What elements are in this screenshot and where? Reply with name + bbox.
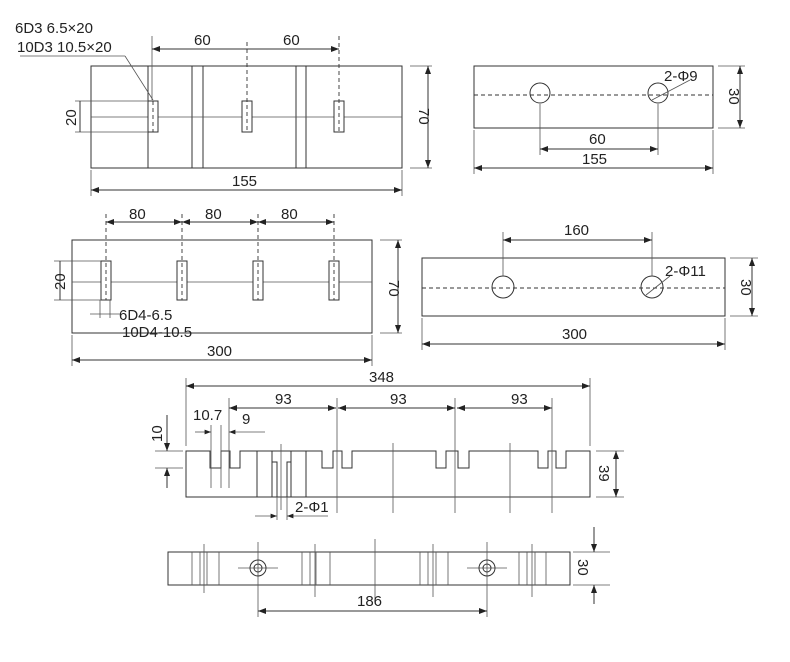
view5-dim-total: 348 [369,369,394,386]
view5-dim-spacing-2: 93 [390,391,407,408]
view1-dim-spacing-b: 60 [283,32,300,49]
view3-front: 80 80 80 6D4-6.5 10D4-10.5 300 20 70 [52,206,402,366]
view5-dim-height: 39 [595,465,612,482]
view1-label-10d3: 10D3 10.5×20 [17,39,112,56]
view1-front: 6D3 6.5×20 10D3 10.5×20 60 60 155 20 70 [15,20,432,196]
view4-dim-spacing: 160 [564,222,589,239]
view3-dim-spacing-3: 80 [281,206,298,223]
view3-dim-spacing-1: 80 [129,206,146,223]
view5-dim-depth: 10 [149,425,166,442]
view6-dim-height: 30 [574,559,591,576]
view2-dim-height: 30 [725,88,742,105]
view5-dim-10-7: 10.7 [193,407,222,424]
view3-dim-width: 300 [207,343,232,360]
view6-top: 186 30 [167,527,610,617]
view3-dim-slot: 20 [52,273,69,290]
view1-dim-spacing-a: 60 [194,32,211,49]
view4-top: 160 2-Φ11 300 30 [421,222,758,350]
view3-label-10d4: 10D4-10.5 [122,324,192,341]
view4-dim-height: 30 [737,279,754,296]
view1-dim-height: 70 [415,108,432,125]
view2-top: 2-Φ9 60 155 30 [473,65,745,174]
view6-dim-spacing: 186 [357,593,382,610]
view5-dim-spacing-3: 93 [511,391,528,408]
view5-front: 348 93 93 93 10.7 9 2-Φ1 10 39 [149,369,624,520]
view3-label-6d4: 6D4-6.5 [119,307,172,324]
view4-dim-width: 300 [562,326,587,343]
view1-dim-width: 155 [232,173,257,190]
view2-dim-width: 155 [582,151,607,168]
view1-dim-slot: 20 [63,109,80,126]
view5-dim-spacing-1: 93 [275,391,292,408]
view5-dim-9: 9 [242,411,250,428]
view2-holes-label: 2-Φ9 [664,68,698,85]
view1-label-6d3: 6D3 6.5×20 [15,20,93,37]
view5-holes-label: 2-Φ1 [295,499,329,516]
view3-dim-spacing-2: 80 [205,206,222,223]
view2-dim-spacing: 60 [589,131,606,148]
view4-holes-label: 2-Φ11 [665,263,706,280]
view3-dim-height: 70 [385,280,402,297]
